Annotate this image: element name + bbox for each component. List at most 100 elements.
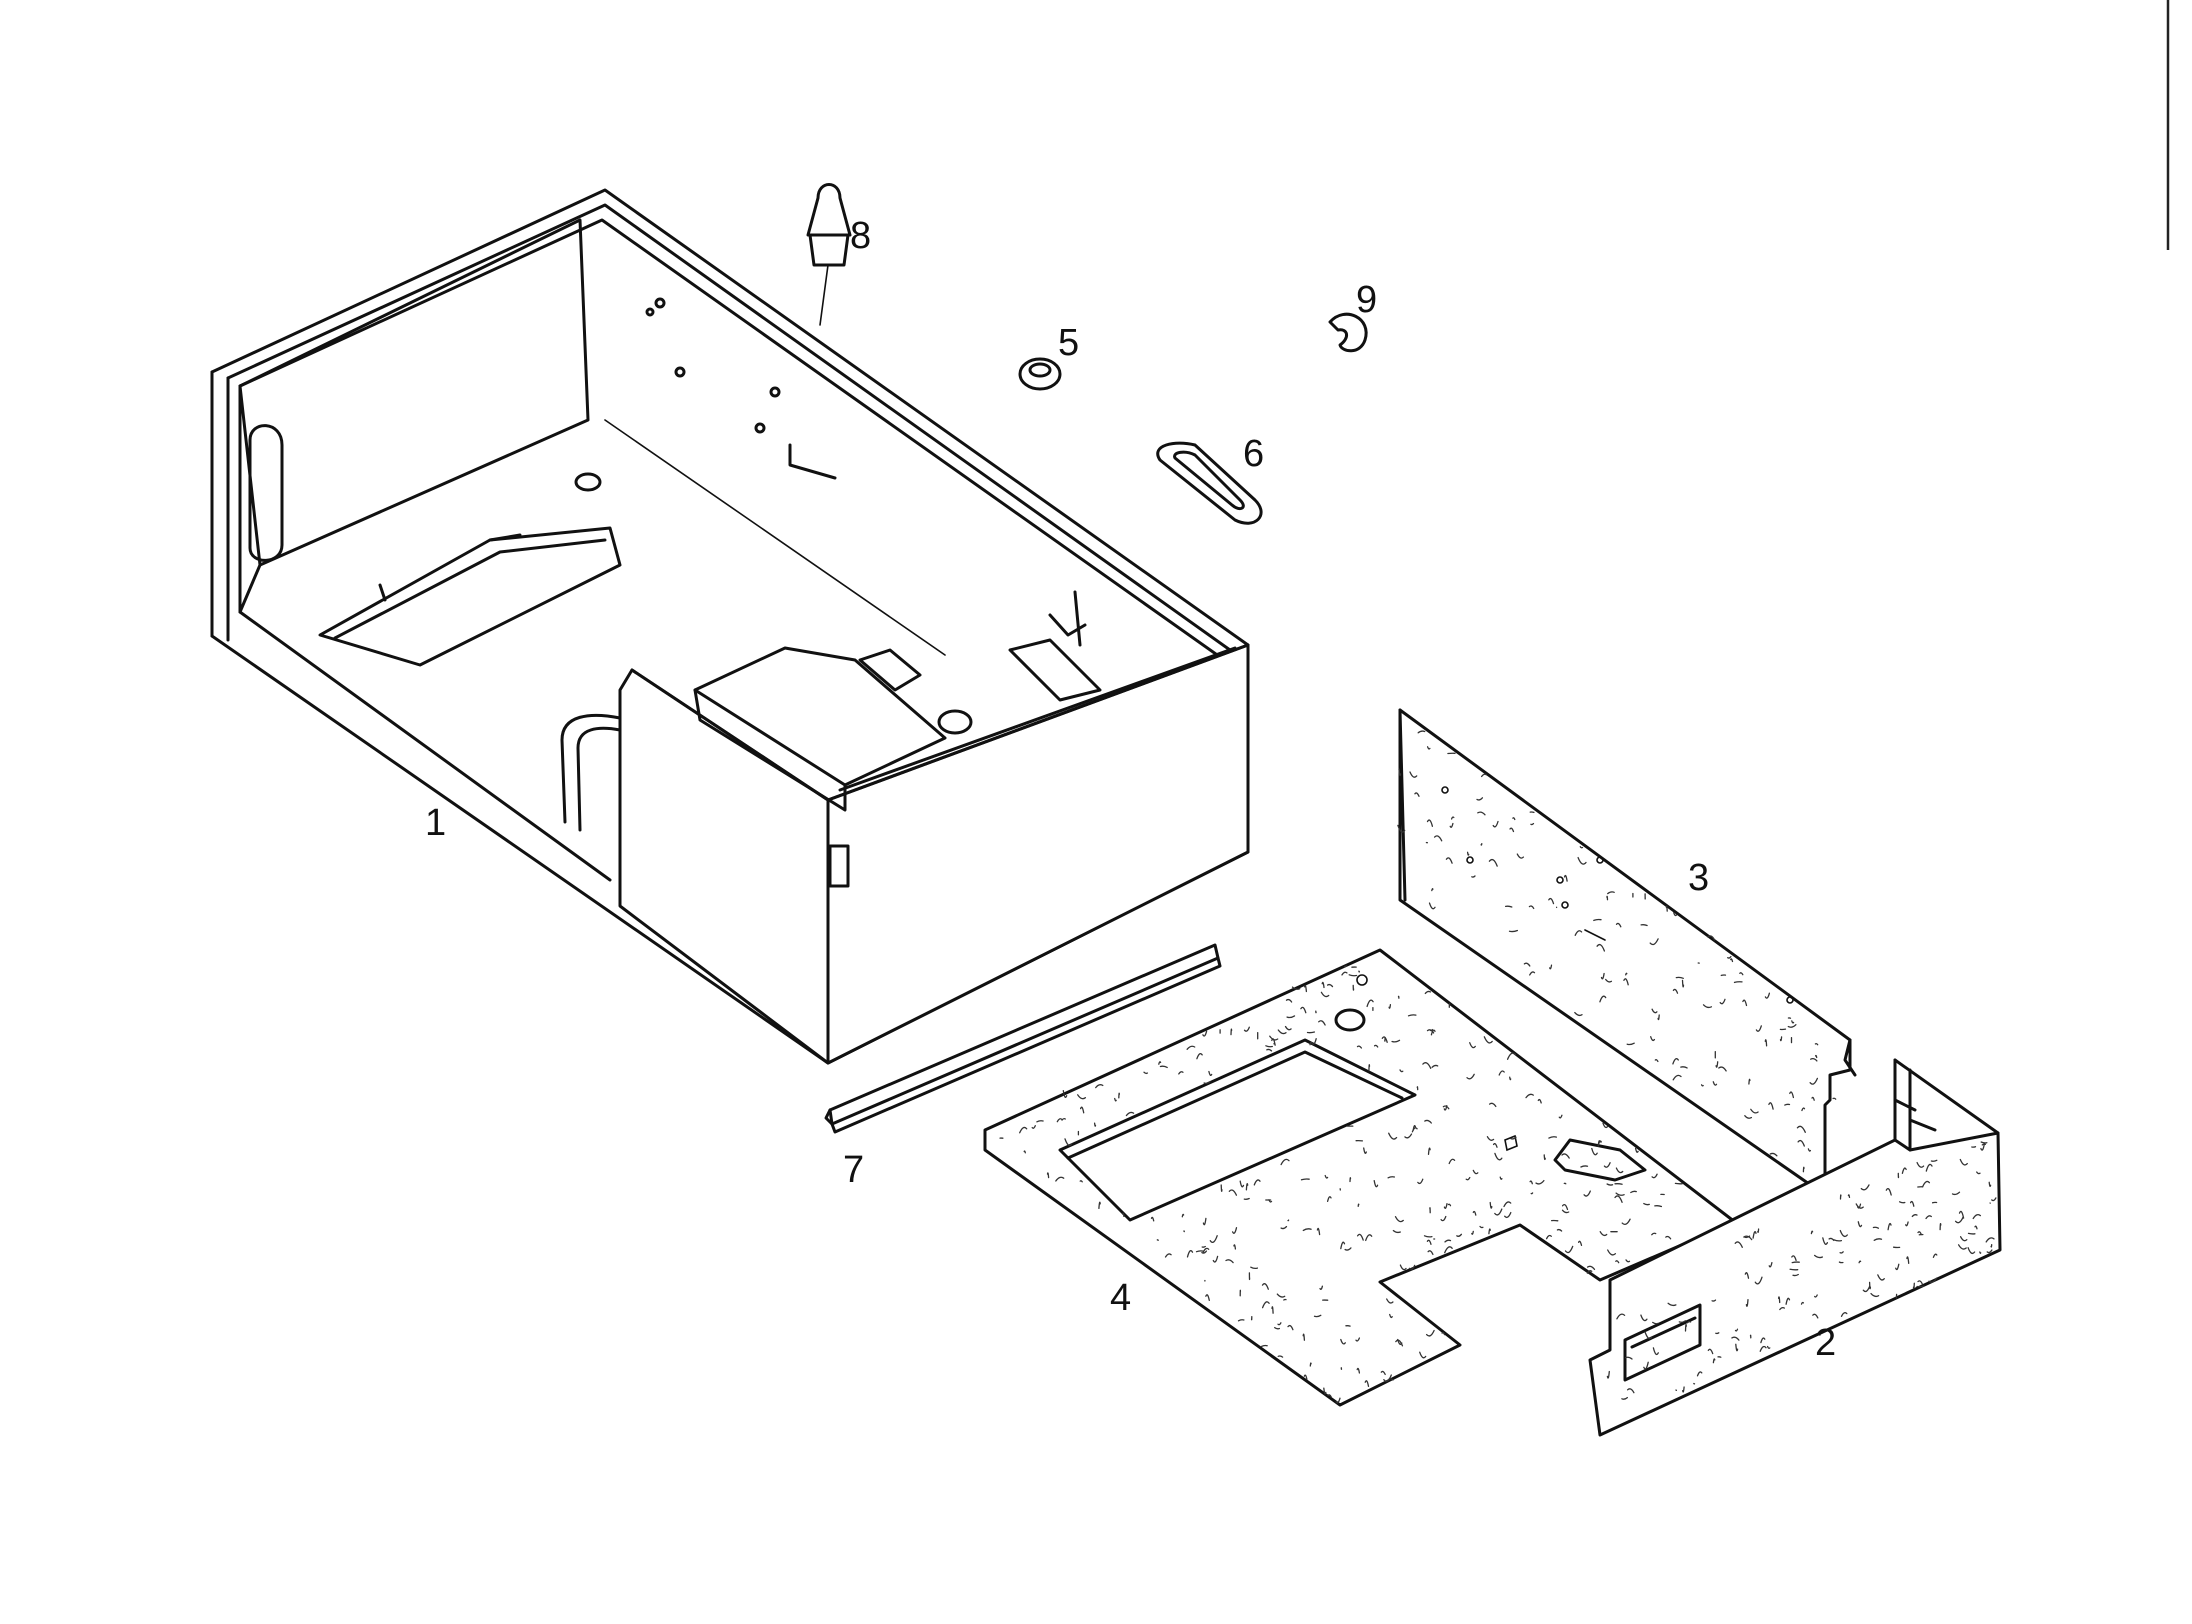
foam-speck xyxy=(1427,1147,1431,1155)
foam-speck xyxy=(1321,981,1325,989)
foam-speck xyxy=(1444,1239,1452,1243)
foam-speck xyxy=(1488,858,1498,867)
foam-speck xyxy=(1114,1097,1117,1102)
foam-speck xyxy=(1203,1081,1211,1085)
foam-speck xyxy=(1159,1065,1168,1069)
foam-speck xyxy=(1626,1042,1635,1046)
foam-speck xyxy=(1791,1020,1795,1024)
foam-speck xyxy=(1356,1367,1361,1374)
foam-speck xyxy=(1373,1044,1379,1048)
foam-speck xyxy=(1797,1139,1805,1147)
foam-speck xyxy=(1745,1298,1749,1307)
foam-speck xyxy=(1284,1025,1292,1031)
foam-speck xyxy=(1266,1048,1273,1052)
callout-4: 4 xyxy=(1110,1277,1131,1319)
foam-speck xyxy=(1822,1237,1829,1245)
foam-speck xyxy=(1680,1066,1688,1069)
foam-speck xyxy=(1877,1274,1885,1281)
foam-speck xyxy=(1340,1338,1346,1345)
foam-speck xyxy=(1672,1058,1679,1065)
foam-speck xyxy=(1643,1202,1650,1206)
foam-speck xyxy=(1261,1283,1269,1290)
foam-speck xyxy=(1525,1093,1534,1099)
foam-speck xyxy=(1389,1313,1393,1319)
foam-speck xyxy=(1486,1136,1495,1141)
foam-speck xyxy=(1355,1337,1361,1342)
foam-speck xyxy=(1503,1201,1512,1208)
foam-speck xyxy=(1748,1078,1751,1085)
foam-speck xyxy=(1212,1255,1219,1263)
foam-speck xyxy=(1586,1265,1596,1271)
foam-speck xyxy=(1556,1228,1563,1232)
foam-speck xyxy=(1811,1096,1815,1101)
foam-speck xyxy=(1277,1029,1287,1035)
foam-speck xyxy=(1651,1008,1658,1014)
foam-speck xyxy=(1873,1238,1883,1241)
foam-speck xyxy=(1079,1106,1085,1114)
foam-speck xyxy=(1990,1244,1993,1248)
foam-speck xyxy=(1672,1074,1682,1081)
foam-speck xyxy=(1885,1187,1892,1196)
foam-speck xyxy=(1561,1203,1569,1211)
foam-speck xyxy=(1599,1231,1608,1237)
foam-speck xyxy=(1391,1039,1401,1043)
foam-speck xyxy=(1791,1261,1800,1264)
foam-speck xyxy=(1477,811,1486,816)
foam-speck xyxy=(1077,1094,1087,1100)
foam-speck xyxy=(1324,1174,1329,1179)
foam-speck xyxy=(1245,1183,1249,1191)
foam-speck xyxy=(1574,1011,1583,1017)
foam-speck xyxy=(1023,1150,1026,1154)
foam-speck xyxy=(1508,929,1519,933)
foam-speck xyxy=(1031,1125,1036,1129)
foam-speck xyxy=(1349,1177,1352,1183)
foam-speck xyxy=(1303,984,1308,993)
foam-speck xyxy=(1125,1111,1135,1117)
foam-speck xyxy=(1577,856,1587,865)
foam-speck xyxy=(1143,1071,1149,1075)
foam-speck xyxy=(1186,1250,1194,1258)
foam-speck xyxy=(1428,902,1436,910)
foam-speck xyxy=(1602,1122,1609,1129)
foam-speck xyxy=(1967,1232,1976,1235)
foam-speck xyxy=(1712,1081,1718,1086)
foam-speck xyxy=(1624,1356,1633,1360)
foam-speck xyxy=(1640,924,1648,927)
foam-speck xyxy=(1280,1158,1290,1166)
foam-speck xyxy=(1399,1264,1407,1271)
part-8-plug xyxy=(806,183,852,326)
callouts: 1 2 3 4 5 6 7 8 9 xyxy=(425,215,1836,1364)
foam-speck xyxy=(1056,1118,1063,1123)
foam-speck xyxy=(1364,1380,1370,1388)
foam-speck xyxy=(1373,1179,1379,1188)
foam-speck xyxy=(1498,1070,1505,1076)
foam-speck xyxy=(1976,1171,1981,1175)
foam-speck xyxy=(1326,1196,1332,1203)
foam-speck xyxy=(1702,1004,1713,1009)
foam-speck xyxy=(1607,891,1615,895)
foam-speck xyxy=(1939,1222,1942,1231)
foam-speck xyxy=(1626,1388,1635,1394)
foam-speck xyxy=(1625,1259,1631,1263)
foam-speck xyxy=(1450,816,1455,820)
foam-speck xyxy=(1427,1250,1434,1256)
foam-speck xyxy=(1734,1241,1743,1248)
foam-speck xyxy=(1616,1313,1626,1320)
foam-speck xyxy=(1801,1107,1806,1112)
foam-speck xyxy=(1528,905,1535,910)
foam-speck xyxy=(1494,1208,1503,1216)
foam-speck xyxy=(1651,1173,1658,1179)
foam-speck xyxy=(1392,1229,1401,1234)
foam-speck xyxy=(1813,1254,1824,1259)
foam-speck xyxy=(1768,1261,1773,1268)
foam-speck xyxy=(1561,1209,1570,1214)
foam-speck xyxy=(1779,1306,1785,1311)
foam-speck xyxy=(1887,1222,1892,1231)
foam-speck xyxy=(1488,1102,1497,1108)
foam-speck xyxy=(1186,1045,1196,1050)
foam-speck xyxy=(1271,1306,1274,1314)
foam-speck xyxy=(1268,1199,1273,1203)
foam-speck xyxy=(1306,1031,1316,1034)
callout-5: 5 xyxy=(1058,322,1079,364)
